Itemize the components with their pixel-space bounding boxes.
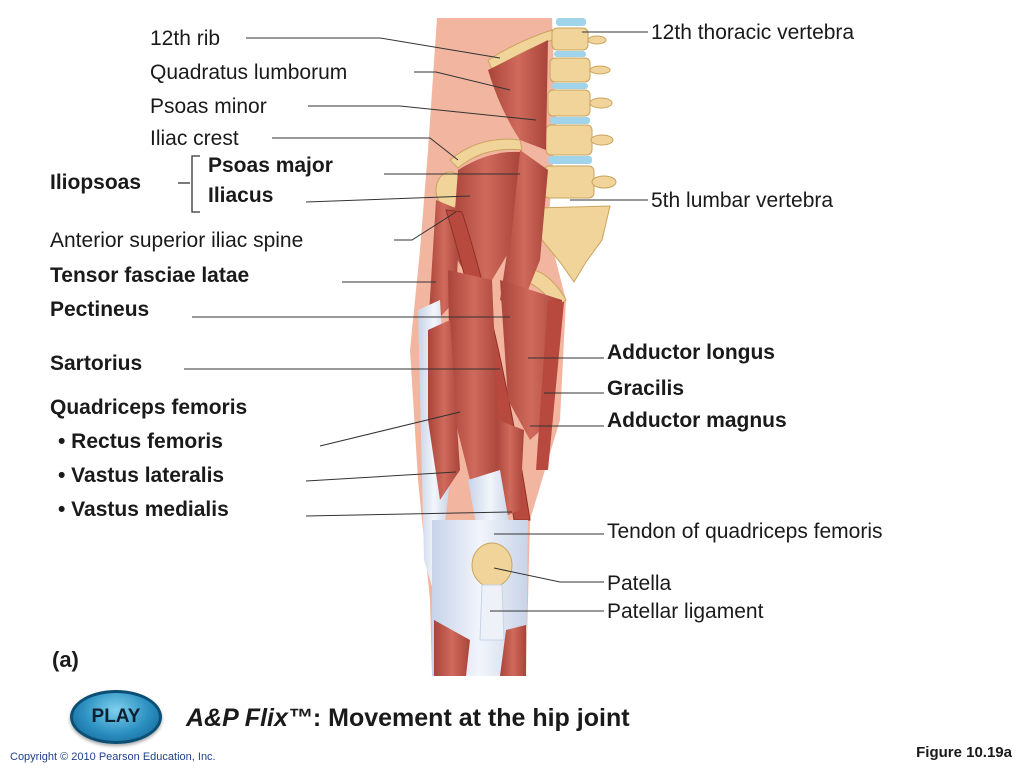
vertebral-column bbox=[543, 18, 617, 199]
lower-leg-muscle-left bbox=[434, 620, 470, 676]
label-rectus-femoris: • Rectus femoris bbox=[58, 430, 223, 453]
panel-letter: (a) bbox=[52, 647, 79, 672]
label-12th-thoracic-vertebra: 12th thoracic vertebra bbox=[651, 21, 855, 44]
label-adductor-longus: Adductor longus bbox=[607, 341, 775, 364]
animation-title[interactable]: A&P Flix™: Movement at the hip joint bbox=[186, 704, 630, 733]
label-gracilis: Gracilis bbox=[607, 377, 685, 400]
psoas-major-muscle bbox=[500, 150, 548, 310]
lower-leg-muscle-right bbox=[500, 625, 526, 676]
label-psoas-minor: Psoas minor bbox=[150, 95, 267, 118]
rectus-femoris-muscle bbox=[448, 270, 500, 480]
label-quadriceps-femoris: Quadriceps femoris bbox=[50, 396, 248, 419]
label-tensor-fasciae-latae: Tensor fasciae latae bbox=[50, 264, 250, 287]
play-button[interactable]: PLAY bbox=[70, 690, 162, 744]
label-pectineus: Pectineus bbox=[50, 298, 150, 321]
copyright-notice: Copyright © 2010 Pearson Education, Inc. bbox=[10, 751, 216, 763]
gracilis-muscle bbox=[536, 300, 564, 470]
patella-bone bbox=[471, 542, 513, 588]
patellar-ligament-band bbox=[479, 584, 505, 641]
label-5th-lumbar-vertebra: 5th lumbar vertebra bbox=[651, 189, 834, 212]
vastus-lateralis-muscle bbox=[428, 320, 460, 500]
label-iliacus: Iliacus bbox=[208, 184, 274, 207]
label-12th-rib: 12th rib bbox=[150, 27, 221, 50]
label-vastus-lateralis: • Vastus lateralis bbox=[58, 464, 225, 487]
flix-brand: A&P Flix™ bbox=[186, 704, 313, 732]
play-button-label: PLAY bbox=[91, 706, 141, 727]
flix-title: : Movement at the hip joint bbox=[312, 704, 630, 732]
label-anterior-superior-iliac-spine: Anterior superior iliac spine bbox=[50, 229, 304, 252]
figure-number: Figure 10.19a bbox=[916, 744, 1012, 761]
iliopsoas-bracket bbox=[178, 155, 200, 213]
quadratus-lumborum-muscle bbox=[488, 40, 548, 150]
label-patellar-ligament: Patellar ligament bbox=[607, 600, 764, 623]
sacrum bbox=[535, 205, 611, 283]
label-quadratus-lumborum: Quadratus lumborum bbox=[150, 61, 348, 84]
label-patella: Patella bbox=[607, 572, 672, 595]
iliac-crest bbox=[449, 138, 523, 169]
label-quadriceps-tendon: Tendon of quadriceps femoris bbox=[607, 520, 883, 543]
label-adductor-magnus: Adductor magnus bbox=[607, 409, 787, 432]
label-vastus-medialis: • Vastus medialis bbox=[58, 498, 229, 521]
leader-lines bbox=[184, 31, 648, 612]
label-sartorius: Sartorius bbox=[50, 352, 143, 375]
label-iliac-crest: Iliac crest bbox=[150, 127, 239, 150]
label-psoas-major: Psoas major bbox=[208, 154, 333, 177]
label-iliopsoas: Iliopsoas bbox=[50, 171, 142, 194]
